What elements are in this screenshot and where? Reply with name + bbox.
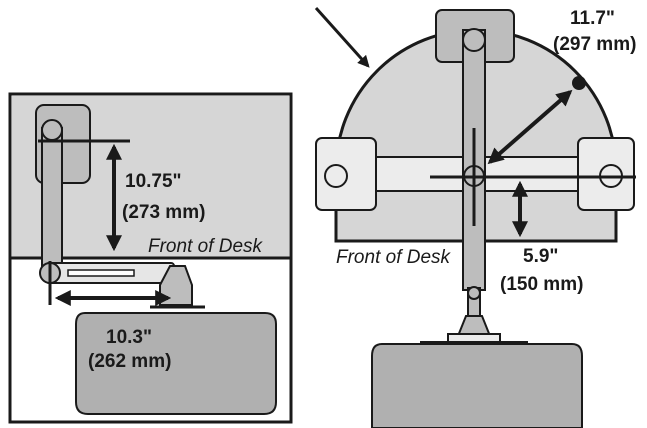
- radius-arrow: [487, 89, 573, 165]
- offset-mm-label: (150 mm): [500, 274, 583, 295]
- height-inches-label: 10.75": [125, 171, 182, 192]
- reach-inches-label: 10.3": [106, 327, 152, 348]
- mount-plate: [447, 333, 501, 343]
- pole-top-knob: [41, 119, 63, 141]
- side-view-panel: 10.75" (273 mm) Front of Desk 10.3" (262…: [8, 92, 293, 424]
- keyboard-tray-side: [75, 312, 277, 415]
- front-of-desk-label-left: Front of Desk: [148, 236, 264, 257]
- offset-inches-label: 5.9": [523, 246, 558, 267]
- front-of-desk-label-right: Front of Desk: [336, 247, 452, 268]
- left-mount-hole: [324, 164, 348, 188]
- arm-top-knob: [462, 28, 486, 52]
- radius-inches-label: 11.7": [570, 8, 615, 29]
- radius-mm-label: (297 mm): [553, 34, 636, 55]
- arm-pole: [41, 127, 63, 274]
- arm-slot: [67, 269, 135, 277]
- pointer-line: [314, 6, 370, 68]
- height-mm-label: (273 mm): [122, 202, 205, 223]
- top-view-panel: 11.7" (297 mm) 5.9" (150 mm) Front of De…: [314, 6, 636, 428]
- radius-endpoint-dot: [572, 76, 586, 90]
- reach-mm-label: (262 mm): [88, 351, 171, 372]
- lower-arm-knob: [467, 286, 481, 300]
- keyboard-tray-top: [371, 343, 583, 428]
